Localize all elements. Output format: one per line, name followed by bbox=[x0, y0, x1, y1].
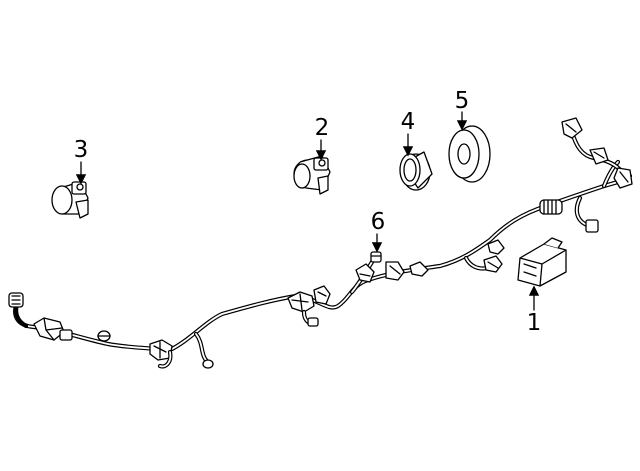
part-5-gasket bbox=[448, 125, 491, 183]
center-connector-cluster bbox=[287, 285, 331, 327]
upper-right-lead bbox=[561, 117, 633, 189]
callout-arrows bbox=[75, 111, 540, 311]
callout-3: 3 bbox=[74, 137, 89, 163]
callout-labels: 1 2 3 4 5 6 bbox=[74, 88, 542, 336]
callout-6: 6 bbox=[371, 209, 386, 235]
callout-1: 1 bbox=[527, 310, 542, 336]
part-4-retainer bbox=[399, 151, 433, 191]
callout-4: 4 bbox=[401, 109, 416, 135]
part-6-clip bbox=[370, 251, 382, 263]
callout-2: 2 bbox=[315, 115, 330, 141]
part-2-sensor bbox=[293, 155, 331, 195]
left-clip-assembly bbox=[33, 317, 111, 342]
callout-5: 5 bbox=[455, 88, 470, 114]
part-3-sensor bbox=[51, 181, 89, 219]
wiring-harness bbox=[8, 117, 633, 369]
left-connector-cluster bbox=[149, 331, 214, 369]
part-1-module bbox=[517, 237, 567, 287]
right-center-branch bbox=[463, 239, 505, 273]
right-branch-assembly bbox=[539, 159, 621, 233]
middle-branch bbox=[349, 259, 429, 295]
